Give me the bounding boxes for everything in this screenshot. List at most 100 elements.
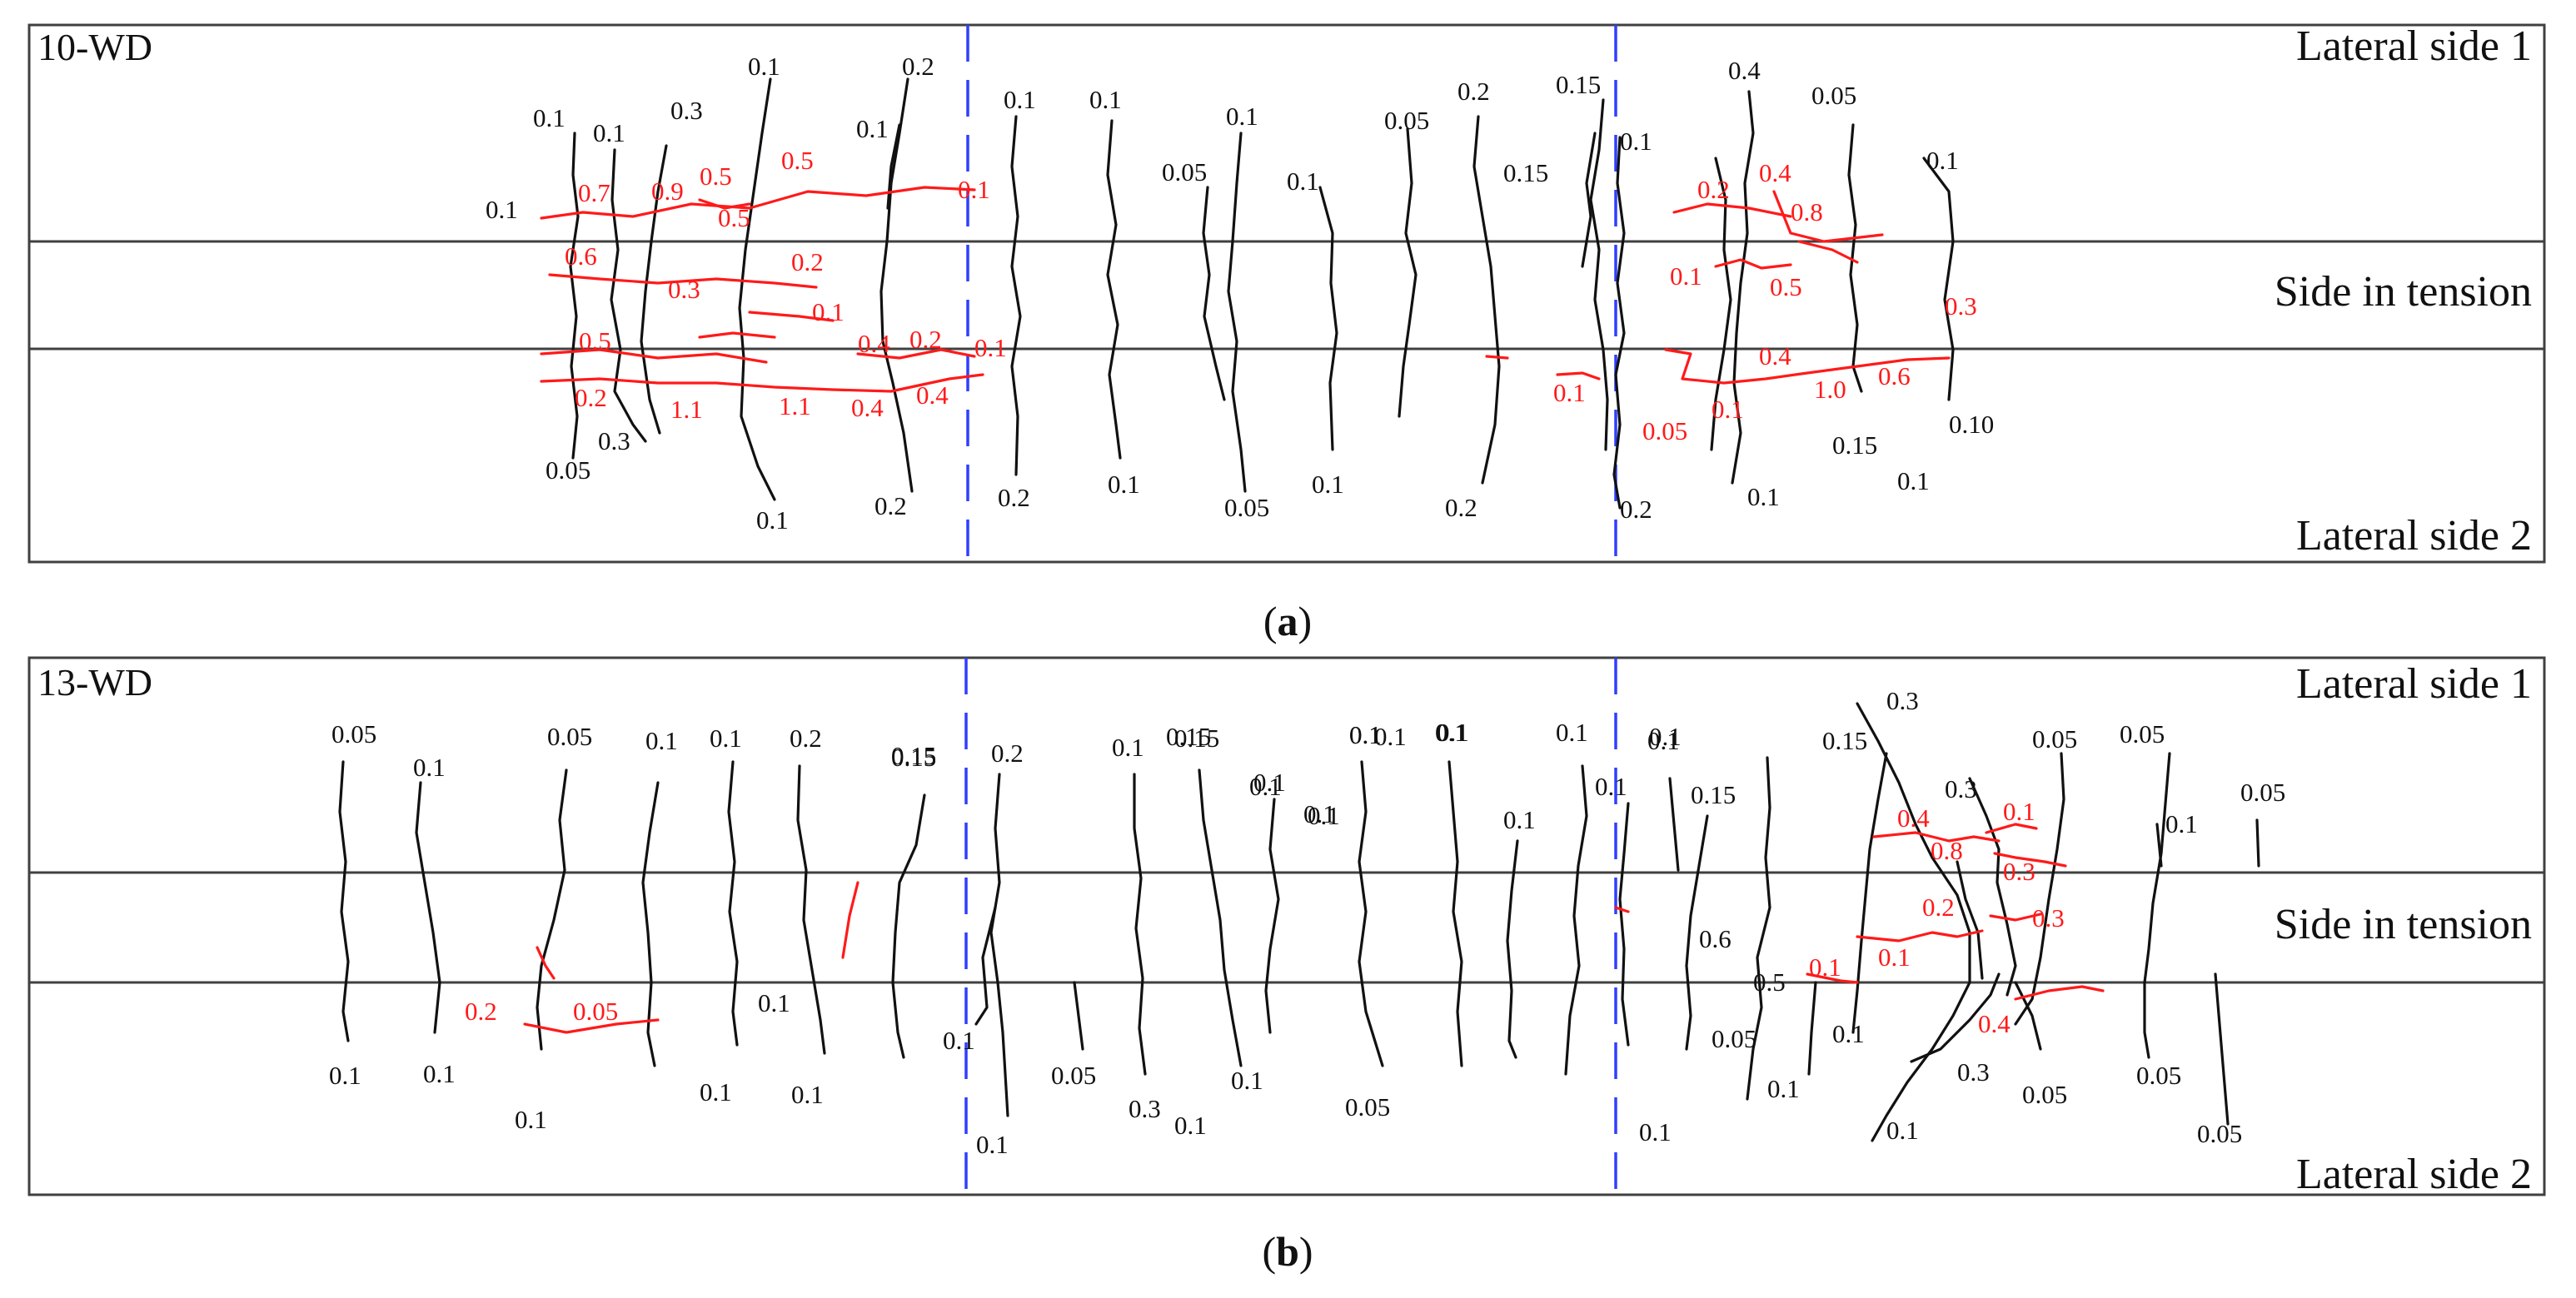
crack [1581,132,1597,268]
crack-width-label: 1.1 [670,395,703,424]
crack-width-label: 0.1 [1897,466,1930,495]
crack [1856,929,1984,942]
crack-width-label: 0.2 [874,491,907,520]
crack-width-label: 0.15 [1832,430,1877,460]
crack [1710,157,1732,451]
crack-width-label: 0.2 [909,325,942,354]
crack [1746,756,1771,1101]
crack-width-label: 0.15 [1691,780,1736,809]
crack-width-label: 0.15 [1503,158,1548,187]
crack-width-label: 0.1 [1712,395,1744,424]
crack [698,198,751,210]
crack-width-label: 0.4 [1759,158,1791,187]
crack [891,793,926,1059]
crack [1968,777,2017,997]
crack-width-label: 0.1 [974,333,1007,362]
crack [548,273,818,289]
crack [1910,972,2001,1063]
panel-b-specimen-label: 13-WD [37,661,152,704]
crack [1685,814,1709,1051]
crack [1956,860,1984,980]
panel-a-red-labels: 0.7 0.9 0.5 0.5 0.5 0.1 0.6 0.2 0.3 0.1 … [565,146,1977,445]
crack-width-label: 0.6 [565,241,597,271]
crack-width-label: 0.1 [756,505,789,535]
crack [1556,371,1601,380]
crack-width-label: 0.1 [1435,718,1467,747]
crack-width-label: 0.3 [2003,857,2035,886]
crack-width-label: 0.1 [1639,1117,1672,1146]
crack [841,881,859,959]
crack-width-label: 0.1 [1374,722,1407,751]
panel-a-black-labels: 0.1 0.1 0.3 0.1 0.2 0.1 0.1 0.1 0.1 0.05… [486,52,1994,535]
crack-width-label: 0.3 [1957,1057,1990,1087]
panel-b-tension-side-label: Side in tension [2275,901,2532,948]
panel-b-red-labels: 0.2 0.05 0.4 0.8 0.1 0.3 0.2 0.3 0.1 0.1… [465,797,2065,1038]
crack [738,77,776,501]
crack [540,348,768,364]
crack-width-label: 0.1 [1437,718,1469,747]
crack [1264,798,1280,1034]
crack-width-label: 0.1 [1503,805,1536,834]
panel-a-black-cracks [569,77,1955,510]
crack [2155,823,2163,868]
crack-width-label: 0.1 [1089,85,1122,114]
crack [886,123,901,210]
crack [2214,972,2230,1126]
crack [569,132,580,460]
crack [1806,972,1859,984]
crack-width-label: 0.05 [1712,1024,1756,1053]
crack-width-label: 0.6 [1878,361,1911,390]
crack [1989,913,2042,922]
crack-width-label: 0.5 [700,162,732,191]
panel-b: 13-WD Lateral side 1 Side in tension Lat… [27,656,2546,1275]
crack-width-label: 0.2 [1445,493,1477,522]
crack [1985,823,2038,834]
crack-width-label: 0.1 [423,1059,456,1088]
crack-width-label: 0.3 [668,275,700,304]
crack [1227,132,1247,493]
crack-width-label: 0.2 [465,997,497,1026]
crack-width-label: 0.1 [943,1026,975,1055]
crack-width-label: 0.05 [331,719,376,748]
crack-width-label: 0.1 [1878,942,1911,972]
crack [1198,768,1243,1067]
panel-b-frame [27,656,2546,1196]
crack-width-label: 0.1 [1553,378,1586,407]
crack-width-label: 0.8 [1931,836,1963,865]
panel-a-caption: (a) [1263,598,1312,644]
crack-width-label: 0.05 [1384,106,1429,135]
crack-width-label: 0.2 [790,724,822,753]
crack-width-label: 0.3 [1129,1094,1161,1123]
crack [1485,355,1509,360]
crack-width-label: 0.5 [1770,272,1802,301]
crack [974,906,997,1026]
crack [1668,777,1680,872]
crack [796,764,826,1055]
crack-width-label: 0.1 [1670,261,1702,291]
panel-a-caption-letter: a [1278,598,1298,644]
crack-width-label: 0.1 [758,988,790,1017]
crack [1318,186,1338,451]
crack [1672,202,1792,218]
crack-width-label: 0.15 [1556,70,1601,99]
crack-width-label: 0.3 [670,96,703,125]
panel-a-red-cracks [540,186,1951,393]
crack [1856,702,1971,1142]
crack-width-label: 0.1 [1832,1019,1865,1048]
crack-width-label: 0.05 [1811,81,1856,110]
crack-width-label: 0.1 [1231,1066,1263,1095]
crack-width-label: 0.5 [1753,967,1786,997]
crack-width-label: 0.4 [1728,56,1761,85]
crack [1133,773,1147,1076]
crack-width-label: 0.1 [1112,733,1144,762]
crack-width-label: 0.1 [1620,127,1652,156]
crack-width-label: 0.15 [1174,724,1219,753]
crack [536,768,568,1051]
crack-width-label: 0.1 [1303,799,1336,828]
crack [698,331,776,339]
crack [2014,985,2105,1001]
crack [1797,240,1859,264]
crack-width-label: 0.2 [902,52,934,81]
crack-width-label: 0.1 [1308,801,1340,830]
crack-width-label: 0.4 [1978,1009,2010,1038]
